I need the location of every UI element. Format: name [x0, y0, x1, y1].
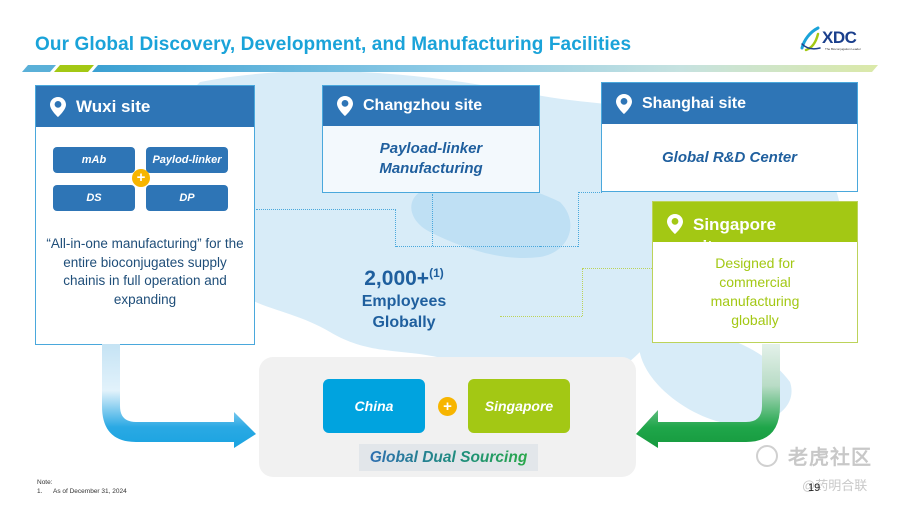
plus-icon: + [438, 397, 457, 416]
wuxi-site-description: “All-in-one manufacturing” for the entir… [46, 236, 244, 307]
employee-label-line1: Employees [361, 293, 447, 310]
page-number: 19 [808, 482, 821, 494]
capability-payload-linker: Paylod-linker [146, 147, 228, 173]
footnote: Note: 1. As of December 31, 2024 [37, 478, 127, 496]
xdc-logo-mark-icon [800, 26, 821, 52]
footnote-label: Note: [37, 479, 53, 486]
singapore-box: Singapore [468, 379, 570, 433]
page-title: Our Global Discovery, Development, and M… [35, 34, 632, 55]
header-divider [22, 65, 878, 72]
employee-label-line2: Globally [372, 314, 436, 331]
wuxi-connector-bottom [396, 246, 540, 247]
singapore-site-card: Singapore site Designed for commercial m… [652, 201, 858, 343]
changzhou-site-title: Changzhou site [363, 97, 483, 114]
wuxi-connector [256, 209, 396, 247]
shanghai-site-description: Global R&D Center [661, 149, 797, 166]
watermark-brand: 老虎社区 [788, 447, 872, 469]
watermark: 老虎社区 @药明合联 [756, 441, 872, 493]
logo-text: XDC [822, 28, 857, 47]
map-pin-icon [667, 214, 683, 234]
footnote-ref: (1) [429, 266, 444, 280]
singapore-site-header: Singapore site [653, 202, 857, 242]
capability-ds: DS [53, 185, 135, 211]
dual-sourcing-caption: Global Dual Sourcing [359, 444, 538, 471]
plus-icon: + [132, 169, 150, 187]
wuxi-capabilities: mAb Paylod-linker DS DP + [36, 145, 254, 235]
china-box: China [323, 379, 425, 433]
shanghai-connector-bottom [540, 246, 578, 247]
arrow-blue-icon [102, 344, 256, 448]
arrow-green-icon [636, 344, 780, 448]
shanghai-site-title: Shanghai site [642, 94, 747, 112]
dual-sourcing-panel: China + Singapore Global Dual Sourcing [259, 357, 636, 477]
footnote-number: 1. [37, 488, 43, 495]
singapore-connector [582, 268, 652, 316]
shanghai-connector [578, 192, 602, 247]
logo-tagline: The Bioconjugation Leader [825, 47, 861, 51]
shanghai-site-card: Shanghai site Global R&D Center [601, 82, 858, 192]
wuxi-site-card: Wuxi site mAb Paylod-linker DS DP + “All… [35, 85, 255, 345]
dual-sourcing-caption-text: Global Dual Sourcing [369, 448, 528, 466]
watermark-logo-icon [756, 444, 778, 467]
changzhou-site-card: Changzhou site Payload-linker Manufactur… [322, 85, 540, 193]
singapore-site-title: Singapore site [693, 215, 777, 242]
employee-count: 2,000+(1) Employees Globally [345, 266, 463, 333]
changzhou-connector [432, 194, 433, 246]
singapore-site-description: Designed for commercial manufacturing gl… [710, 255, 800, 328]
capability-mab: mAb [53, 147, 135, 173]
watermark-sub: @药明合联 [802, 478, 868, 493]
wuxi-site-header: Wuxi site [36, 86, 254, 127]
singapore-connector-bottom [500, 316, 582, 317]
map-pin-icon [337, 96, 353, 116]
xdc-logo: XDC The Bioconjugation Leader [798, 26, 878, 54]
map-pin-icon [616, 93, 632, 114]
footnote-text: As of December 31, 2024 [53, 488, 127, 495]
capability-dp: DP [146, 185, 228, 211]
wuxi-site-title: Wuxi site [76, 96, 151, 116]
shanghai-site-header: Shanghai site [602, 83, 857, 124]
map-pin-icon [50, 96, 66, 117]
changzhou-site-description: Payload-linker Manufacturing [323, 126, 539, 192]
employee-count-value: 2,000+ [364, 267, 430, 290]
changzhou-site-header: Changzhou site [323, 86, 539, 126]
